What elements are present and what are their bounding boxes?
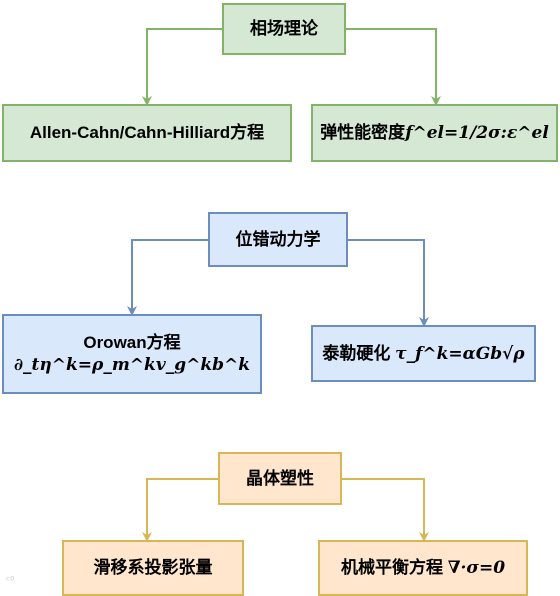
connector-phase-to-allen-cahn	[142, 28, 222, 106]
node-phase-field-theory: 相场理论	[222, 3, 346, 55]
node-allen-cahn-label: Allen-Cahn/Cahn-Hilliard方程	[29, 123, 265, 142]
connector-crystal-to-slip	[142, 478, 218, 542]
node-orowan-equation-formula: ∂_tη^k=ρ_m^kv_g^kb^k	[13, 355, 251, 375]
node-dislocation-dynamics-label: 位错动力学	[235, 229, 321, 249]
node-elastic-energy-density-content: 弹性能密度f^el=1/2σ:ε^el	[320, 122, 549, 144]
connector-crystal-to-equilibrium	[342, 478, 429, 542]
node-taylor-hardening-formula: τ_f^k=αGb√ρ	[395, 343, 525, 364]
node-orowan-equation: Orowan方程 ∂_tη^k=ρ_m^kv_g^kb^k	[2, 314, 262, 394]
node-mechanical-equilibrium-label: 机械平衡方程	[340, 558, 443, 577]
node-elastic-energy-density-formula: f^el=1/2σ:ε^el	[405, 123, 549, 143]
node-elastic-energy-density: 弹性能密度f^el=1/2σ:ε^el	[311, 104, 558, 162]
node-allen-cahn: Allen-Cahn/Cahn-Hilliard方程	[2, 104, 292, 162]
node-slip-system-tensor: 滑移系投影张量	[62, 540, 244, 596]
node-orowan-equation-title: Orowan方程	[83, 333, 181, 352]
node-crystal-plasticity-label: 晶体塑性	[246, 468, 314, 488]
connector-dislocation-to-orowan	[127, 239, 208, 316]
node-elastic-energy-density-label: 弹性能密度	[320, 123, 406, 142]
node-phase-field-theory-label: 相场理论	[250, 19, 318, 38]
connector-dislocation-to-taylor	[348, 239, 429, 327]
node-crystal-plasticity: 晶体塑性	[218, 452, 342, 505]
node-dislocation-dynamics: 位错动力学	[208, 212, 348, 267]
node-taylor-hardening-label: 泰勒硬化	[322, 343, 391, 363]
node-mechanical-equilibrium-formula: ∇·σ=0	[447, 558, 506, 578]
watermark-logo: ᶜ⁰	[6, 574, 15, 587]
node-mechanical-equilibrium: 机械平衡方程 ∇·σ=0	[318, 540, 528, 596]
node-taylor-hardening: 泰勒硬化 τ_f^k=αGb√ρ	[311, 325, 536, 382]
node-taylor-hardening-content: 泰勒硬化 τ_f^k=αGb√ρ	[322, 343, 524, 365]
node-mechanical-equilibrium-content: 机械平衡方程 ∇·σ=0	[341, 557, 505, 579]
connector-phase-to-elastic	[346, 28, 441, 106]
node-slip-system-tensor-label: 滑移系投影张量	[93, 558, 213, 577]
